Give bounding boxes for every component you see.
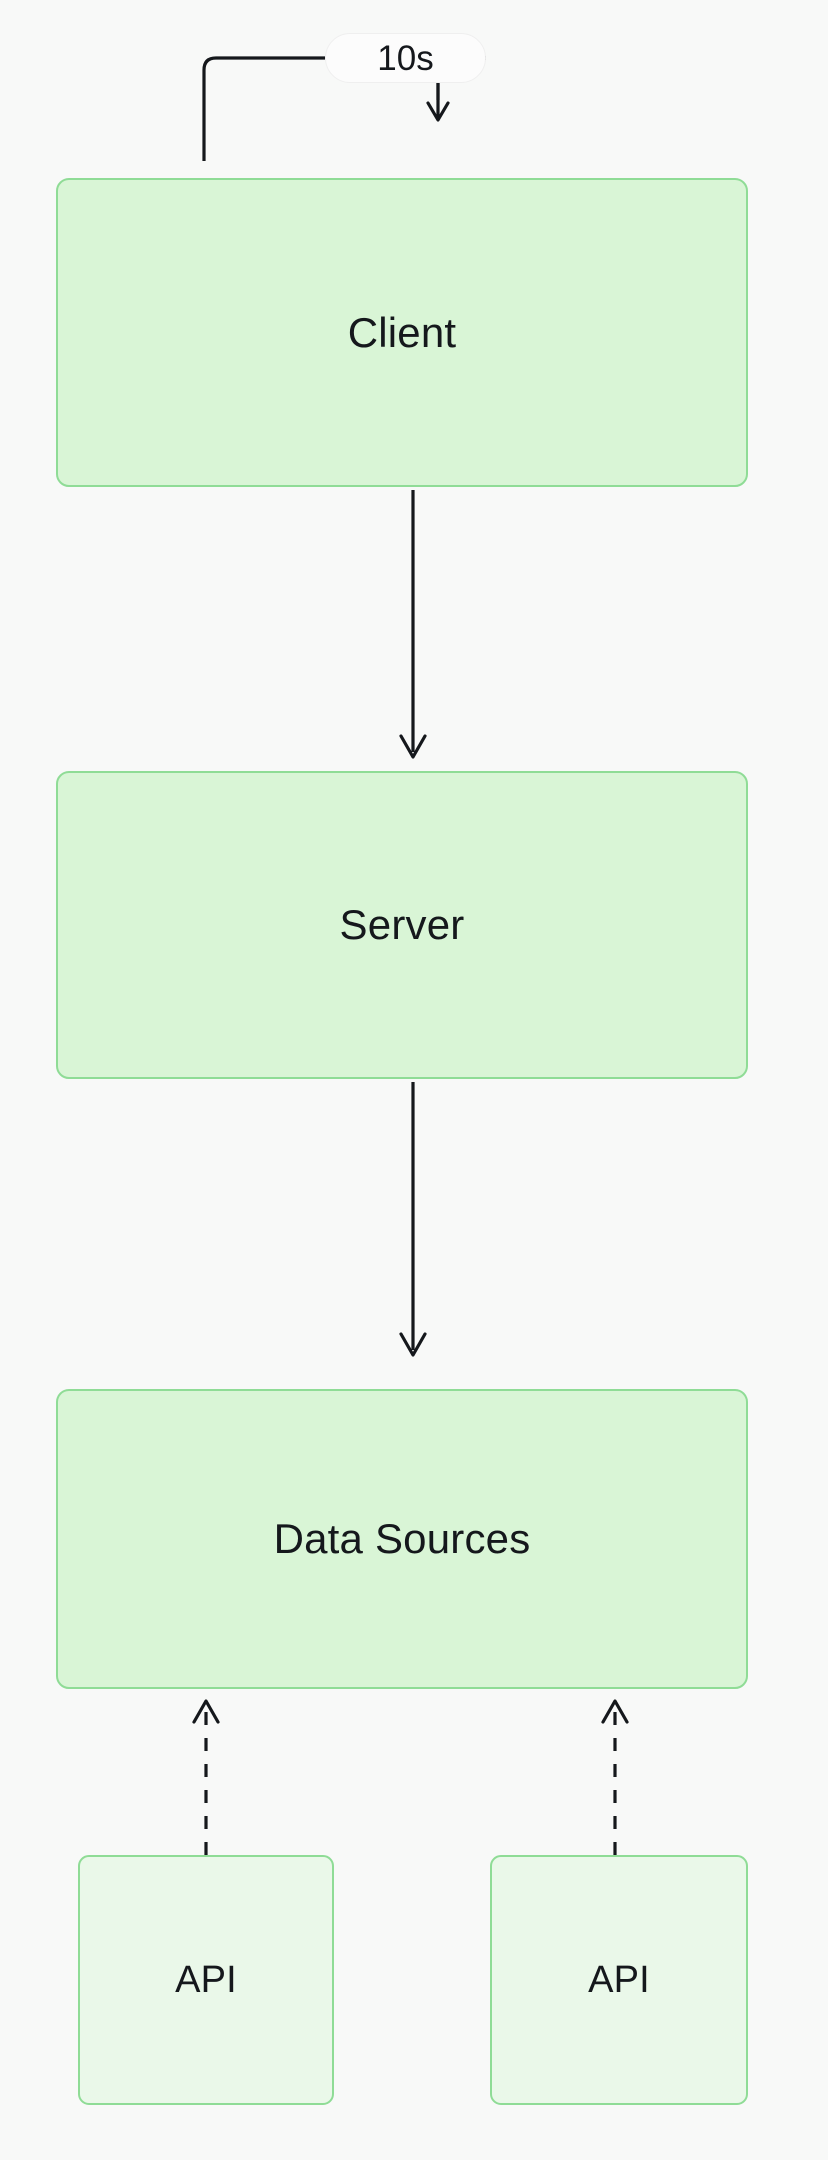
edge-api-left-to-datasources <box>192 1699 220 1855</box>
node-server-label: Server <box>339 901 465 948</box>
node-client-label: Client <box>347 308 457 356</box>
node-api-right[interactable]: API <box>490 1855 748 2105</box>
edge-label-10s: 10s <box>325 33 486 83</box>
node-api-right-label: API <box>588 1959 650 2001</box>
node-client[interactable]: Client <box>56 178 748 487</box>
edge-api-right-to-datasources <box>601 1699 629 1855</box>
node-data-sources-label: Data Sources <box>273 1515 531 1562</box>
node-api-left[interactable]: API <box>78 1855 334 2105</box>
node-data-sources[interactable]: Data Sources <box>56 1389 748 1689</box>
edge-label-10s-text: 10s <box>377 38 434 78</box>
node-server[interactable]: Server <box>56 771 748 1079</box>
edge-client-to-server <box>399 490 427 759</box>
edge-server-to-datasources <box>399 1082 427 1357</box>
node-api-left-label: API <box>175 1959 237 2001</box>
